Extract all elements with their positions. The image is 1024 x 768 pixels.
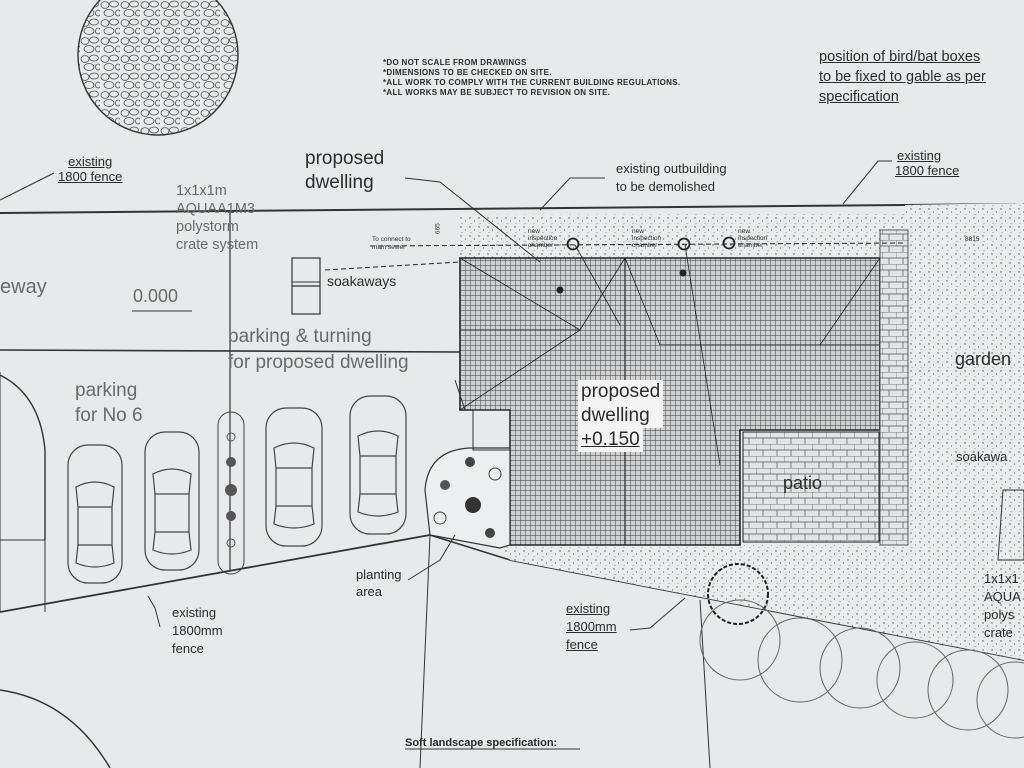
fence-bm-line-2: 1800mm (566, 619, 617, 634)
fence-bm-line-3: fence (566, 637, 598, 652)
dwelling-level: +0.150 (578, 428, 643, 452)
inspection-chamber-2: new inspection chamber (632, 228, 661, 249)
chamber-1-line-3: chamber (528, 242, 554, 249)
garden-label: garden (955, 349, 1012, 369)
parking-no6-line-1: parking (75, 380, 138, 401)
outbuilding-label: existing outbuilding to be demolished (616, 160, 727, 196)
bird-bat-line-1: position of bird/bat boxes (819, 49, 981, 65)
patio-paving (742, 431, 880, 543)
drainage-run (324, 236, 906, 466)
fence-label-bottom-mid: existing 1800mm fence (566, 600, 617, 654)
leader-lines (0, 160, 892, 631)
note-2: *DIMENSIONS TO BE CHECKED ON SITE. (383, 68, 552, 77)
soakaway-box (291, 257, 321, 315)
paving-strip-right (879, 229, 909, 546)
fence-bm-line-1: existing (566, 601, 611, 616)
chamber-1-line-2: inspection (528, 235, 558, 242)
cobble-circle (77, 0, 239, 136)
dwelling-main-label: proposed dwelling +0.150 (578, 380, 664, 452)
parked-cars (67, 395, 407, 584)
fence-left-line-1: existing (68, 154, 113, 169)
soakaways-label: soakaways (327, 273, 397, 289)
underlines (132, 310, 580, 750)
parking-turning-label: parking & turning for proposed dwelling (228, 324, 409, 376)
inspection-chamber-1: new inspection chamber (528, 228, 557, 249)
planting-area-label: planting area (356, 566, 402, 600)
crate-right-line-4: crate (984, 625, 1013, 640)
chamber-3-line-2: inspection (738, 235, 768, 242)
proposed-dwelling-line-2: dwelling (305, 172, 374, 193)
crate-line-2: AQUAA1M3 (176, 201, 255, 217)
soakaway-box-right (997, 489, 1024, 561)
crate-line-3: polystorm (176, 219, 239, 235)
gravel-strip (460, 213, 905, 258)
fence-bl-line-3: fence (172, 641, 204, 656)
strip-shrubs (225, 432, 237, 548)
planting-line-1: planting (356, 567, 402, 582)
bird-bat-line-2: to be fixed to gable as per (819, 69, 986, 85)
parking-no6-line-2: for No 6 (75, 405, 143, 426)
driveway-label: eway (0, 276, 47, 298)
note-1: *DO NOT SCALE FROM DRAWINGS (383, 58, 527, 67)
tree-canopies (699, 563, 1024, 739)
parking-no6-label: parking for No 6 (75, 378, 143, 428)
main-sewer-line-1: To connect to (372, 236, 411, 243)
patio-label: patio (783, 473, 823, 493)
chamber-3-line-1: new (738, 228, 750, 235)
main-sewer-note: To connect to main sewer (372, 236, 411, 252)
fence-label-right: existing 1800 fence (895, 148, 960, 179)
planting-strip (217, 411, 245, 575)
fence-label-bottom-left: existing 1800mm fence (172, 604, 223, 658)
proposed-dwelling-line-1: proposed (305, 148, 385, 169)
dwelling-main-line-2: dwelling (578, 404, 664, 428)
chamber-2-line-3: chamber (632, 242, 658, 249)
fence-right-line-2: 1800 fence (895, 162, 960, 178)
bird-bat-line-3: specification (819, 89, 899, 105)
crate-system-label: 1x1x1m AQUAA1M3 polystorm crate system (176, 182, 258, 254)
general-notes: *DO NOT SCALE FROM DRAWINGS *DIMENSIONS … (383, 58, 680, 98)
soft-landscape-heading: Soft landscape specification: (405, 737, 558, 749)
chamber-1-line-1: new (528, 228, 540, 235)
crate-line-1: 1x1x1m (176, 183, 227, 199)
note-3: *ALL WORK TO COMPLY WITH THE CURRENT BUI… (383, 78, 681, 87)
parking-turning-line-2: for proposed dwelling (228, 352, 409, 373)
main-sewer-line-2: main sewer (372, 244, 406, 251)
crate-system-label-right: 1x1x1 AQUA polys crate (984, 570, 1021, 642)
planting-bed (424, 409, 511, 549)
inspection-chamber-3: new inspection chamber (738, 228, 767, 249)
proposed-dwelling-label: proposed dwelling (305, 147, 384, 195)
crate-right-line-2: AQUA (984, 589, 1021, 604)
parking-turning-line-1: parking & turning (228, 326, 372, 347)
fence-bl-line-2: 1800mm (172, 623, 223, 638)
dimension-8815: 8815 (965, 236, 980, 243)
outbuilding-line-2: to be demolished (616, 179, 716, 194)
fence-left-line-2: 1800 fence (58, 168, 123, 184)
bird-bat-note: position of bird/bat boxes to be fixed t… (819, 47, 986, 107)
crate-right-line-3: polys (984, 607, 1015, 622)
crate-right-line-1: 1x1x1 (984, 571, 1019, 586)
chamber-2-line-1: new (632, 228, 644, 235)
dwelling-main-line-1: proposed (578, 380, 664, 404)
fence-label-left: existing 1800 fence (58, 154, 123, 185)
outbuilding-line-1: existing outbuilding (616, 161, 727, 176)
crate-line-4: crate system (176, 237, 259, 253)
fence-bl-line-1: existing (172, 605, 217, 620)
planting-line-2: area (356, 584, 383, 599)
driveway-arch (0, 374, 46, 540)
chamber-2-line-2: inspection (632, 235, 662, 242)
chamber-3-line-3: chamber (738, 242, 764, 249)
ground-level-label: 0.000 (133, 286, 179, 306)
note-4: *ALL WORKS MAY BE SUBJECT TO REVISION ON… (383, 88, 611, 97)
fence-right-line-1: existing (897, 148, 942, 163)
soakaway-label-right: soakawa (956, 449, 1008, 464)
bottom-arc (0, 689, 111, 768)
dimension-665: 665 (434, 223, 442, 235)
